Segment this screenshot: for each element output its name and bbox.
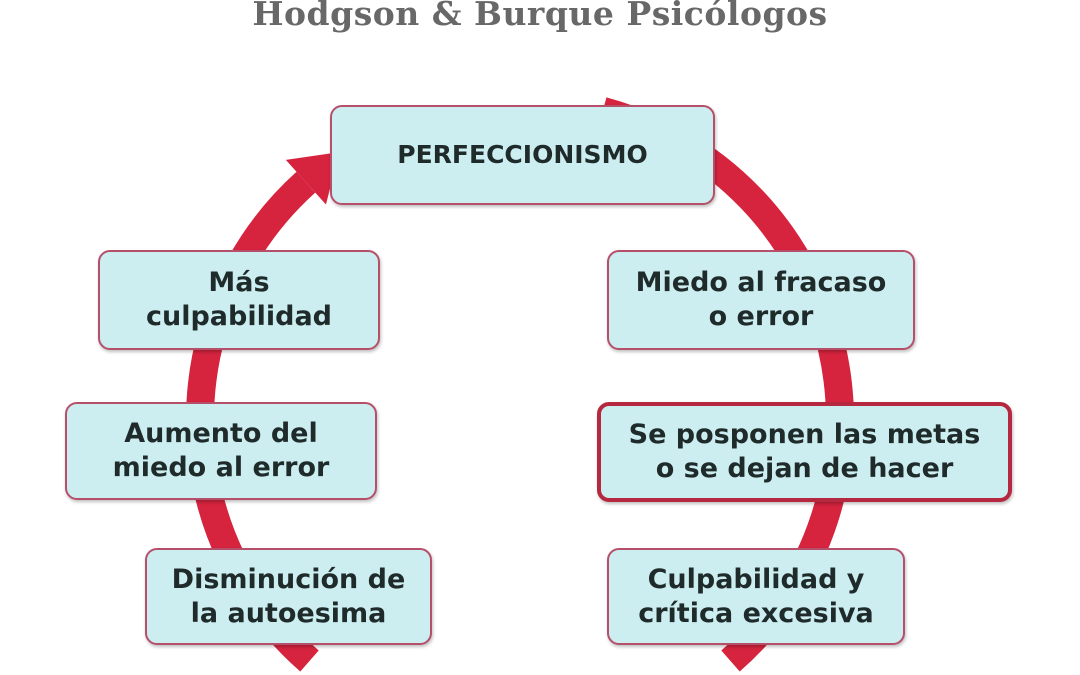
node-label: PERFECCIONISMO xyxy=(397,140,648,169)
page-title: Hodgson & Burque Psicólogos xyxy=(252,0,828,33)
node-aumento-miedo: Aumento del miedo al error xyxy=(65,402,377,500)
node-label: Aumento del miedo al error xyxy=(112,418,330,483)
node-culpabilidad-critica: Culpabilidad y crítica excesiva xyxy=(607,548,905,645)
node-miedo-fracaso: Miedo al fracaso o error xyxy=(607,250,915,350)
node-label: Más culpabilidad xyxy=(146,267,332,332)
node-label: Miedo al fracaso o error xyxy=(635,267,887,332)
node-label: Culpabilidad y crítica excesiva xyxy=(638,563,874,629)
node-label: Disminución de la autoesima xyxy=(171,563,406,629)
node-posponen-metas: Se posponen las metas o se dejan de hace… xyxy=(597,402,1012,502)
node-disminucion-autoestima: Disminución de la autoesima xyxy=(145,548,432,645)
node-perfeccionismo: PERFECCIONISMO xyxy=(330,105,715,205)
arrowhead-icon xyxy=(285,152,340,205)
node-label: Se posponen las metas o se dejan de hace… xyxy=(628,419,981,484)
node-mas-culpabilidad: Más culpabilidad xyxy=(98,250,380,350)
